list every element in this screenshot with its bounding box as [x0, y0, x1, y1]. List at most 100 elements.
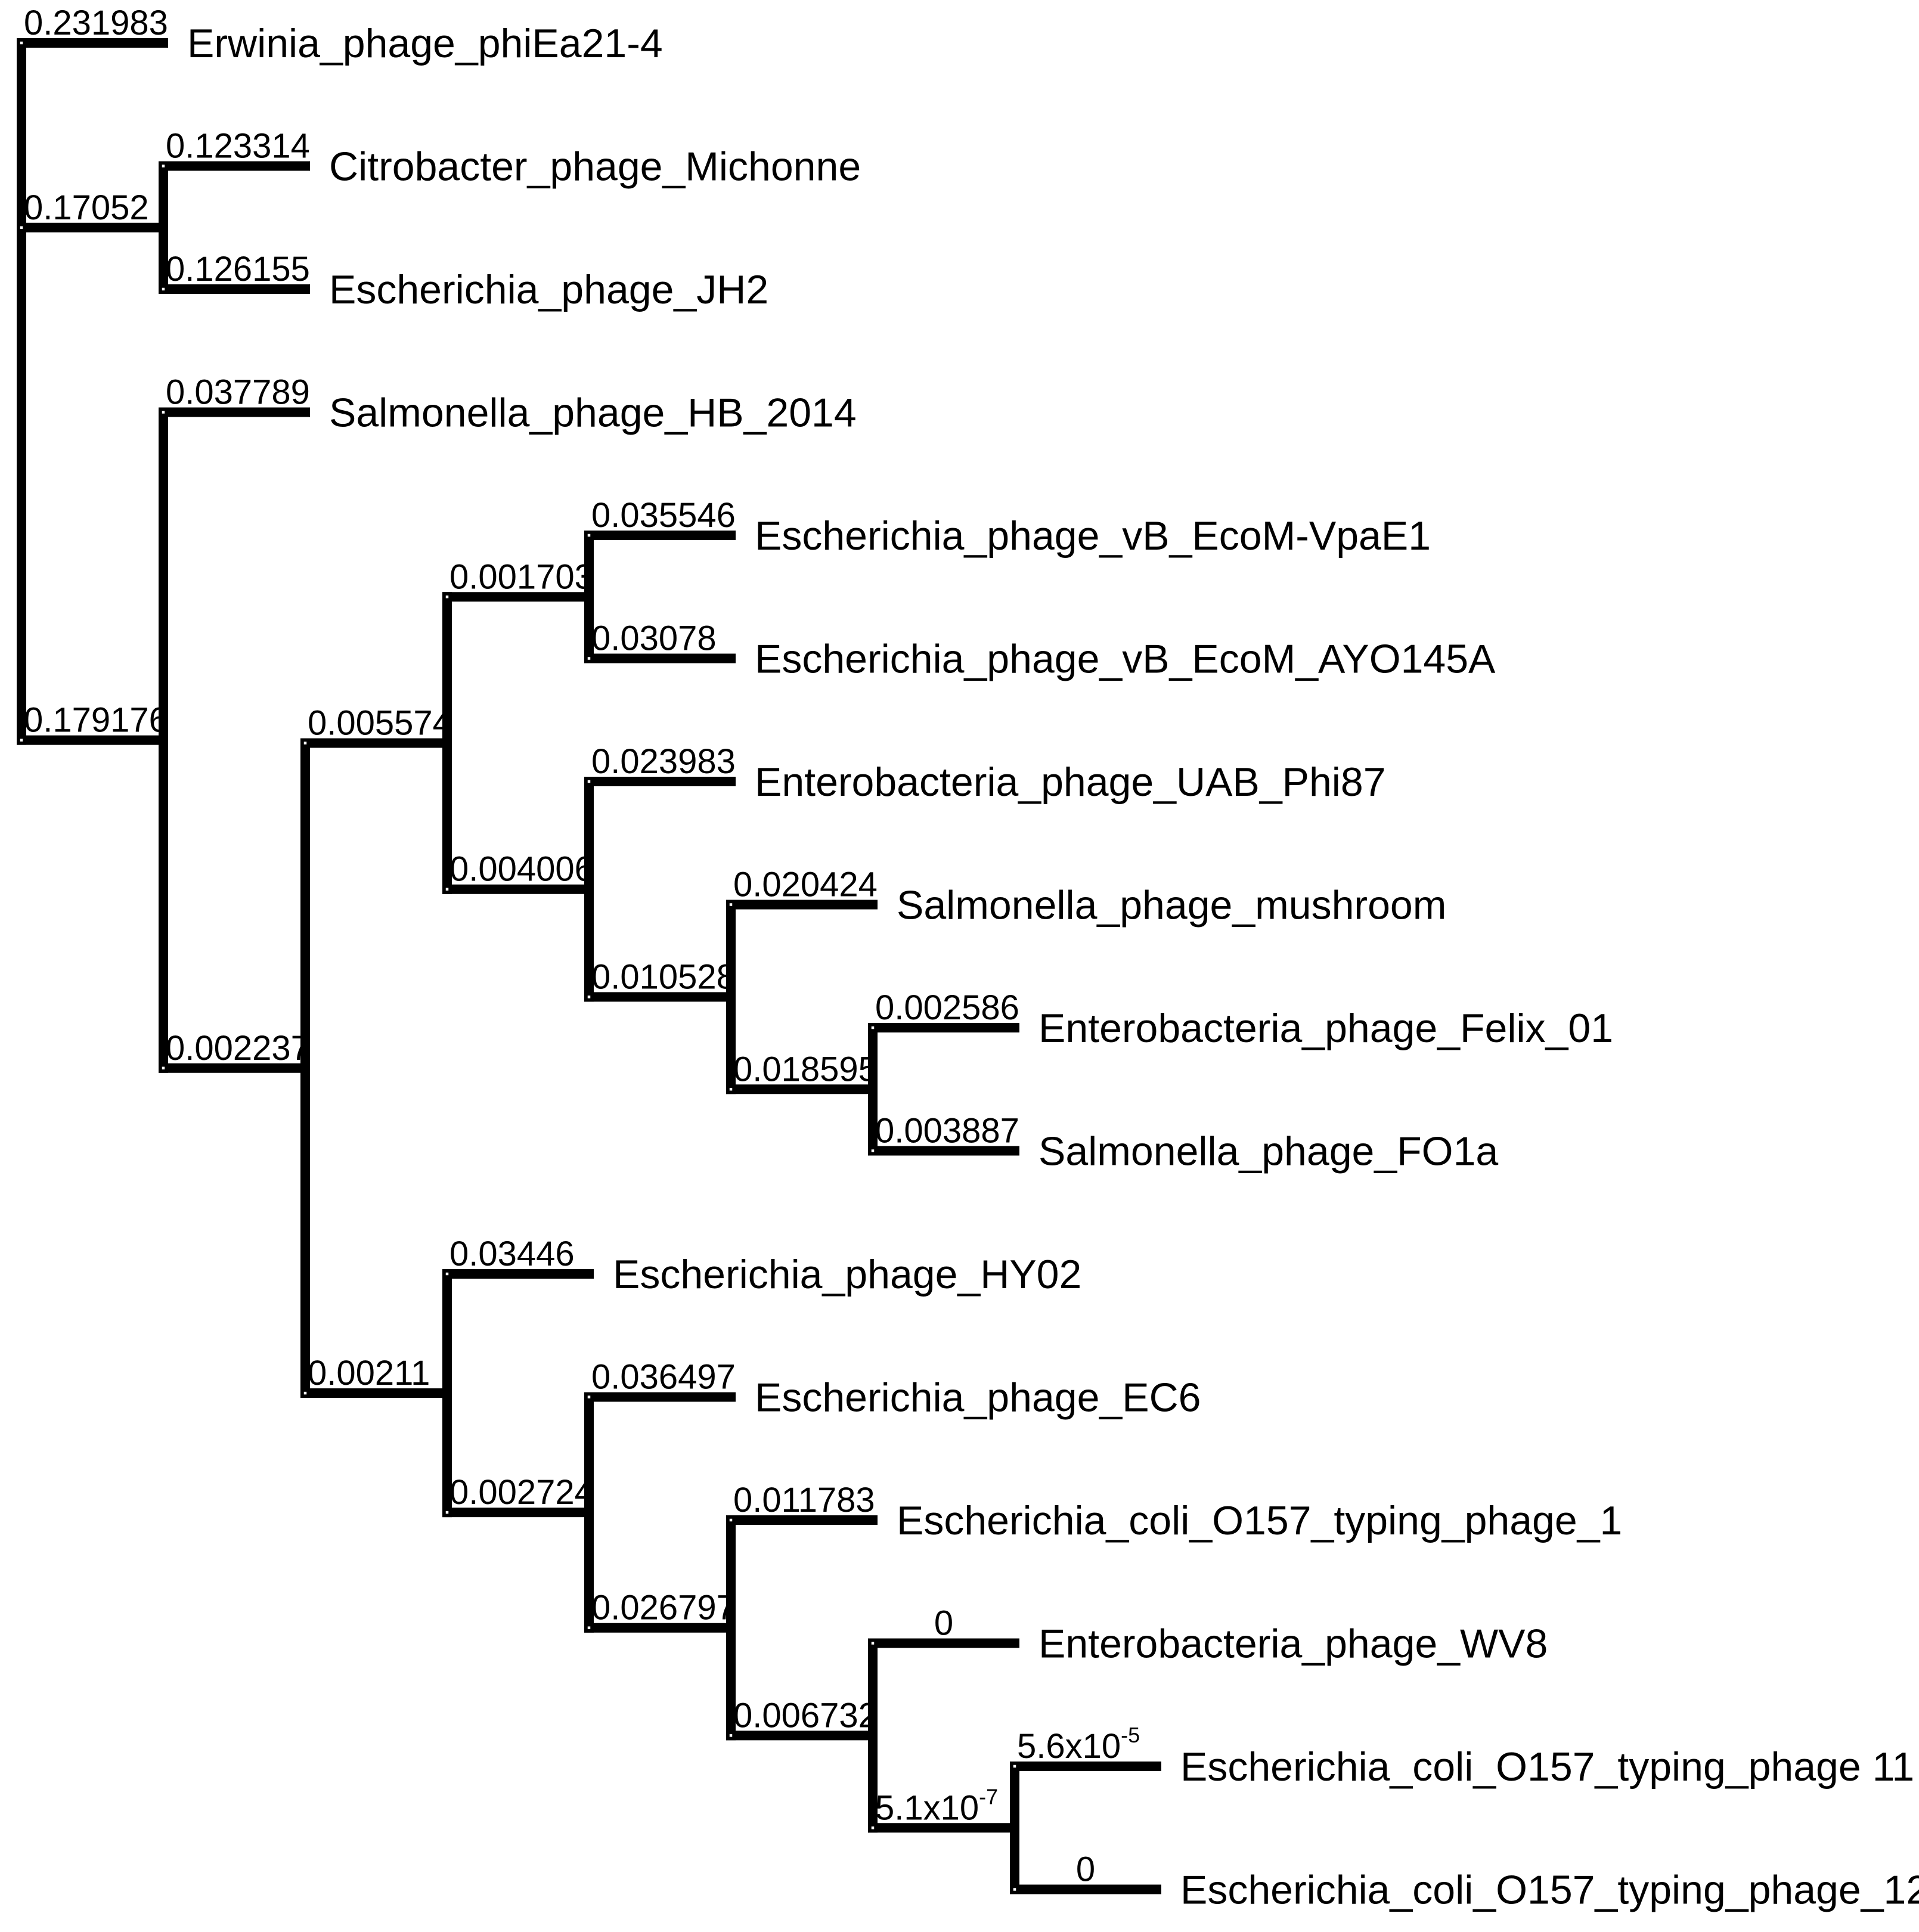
tree-branches: [17, 38, 1161, 1894]
branch-length-value: 0.002724: [449, 1473, 594, 1512]
branch-length-value: 0.035546: [591, 496, 736, 535]
leaf-label-vpae1: Escherichia_phage_vB_EcoM-VpaE1: [755, 513, 1431, 559]
branch-length-label: 0.005574: [308, 703, 452, 742]
node-marker: [587, 1625, 591, 1630]
branch-length-value: 0.011783: [733, 1481, 875, 1519]
leaf-label-fo1a: Salmonella_phage_FO1a: [1038, 1129, 1498, 1174]
branch-length-value: 0: [1076, 1850, 1095, 1889]
branch-length-value: 0.004006: [449, 850, 594, 889]
branch-length-value: 0.003887: [875, 1112, 1019, 1150]
branch-length-value: 0.03078: [591, 619, 717, 658]
node-marker: [728, 1733, 733, 1738]
node-marker: [19, 225, 24, 230]
node-marker: [728, 1518, 733, 1522]
branch-length-label: 0.03446: [449, 1235, 575, 1273]
branch-length-label: 0.035546: [591, 496, 736, 535]
leaf-label-jh2: Escherichia_phage_JH2: [329, 267, 768, 312]
leaf-label-ayo145a: Escherichia_phage_vB_EcoM_AYO145A: [755, 637, 1496, 682]
branch-length-exponent: -7: [979, 1784, 998, 1809]
branch-length-label: 0.003887: [875, 1112, 1019, 1150]
branch-length-value: 0.126155: [166, 250, 310, 289]
branch-length-label: 0: [1076, 1850, 1095, 1889]
branch-length-label: 0.004006: [449, 850, 594, 889]
branch-length-value: 0.231983: [24, 4, 168, 42]
branch-length-value: 0.018595: [733, 1050, 878, 1089]
branch-length-label: 0.231983: [24, 4, 168, 42]
branch-length-label: 0.020424: [733, 866, 878, 904]
node-marker: [303, 1391, 308, 1395]
branch-length-value: 0.020424: [733, 866, 878, 904]
branch-length-label: 0.03078: [591, 619, 717, 658]
node-marker: [587, 994, 591, 1000]
leaf-label-uab: Enterobacteria_phage_UAB_Phi87: [755, 759, 1386, 805]
branch-length-label: 0.001703: [449, 557, 594, 596]
branch-length-value: 0.17052: [24, 188, 149, 227]
node-marker: [587, 656, 591, 661]
branch-length-value: 0.179176: [24, 701, 168, 740]
branch-length-label: 0.010528: [591, 957, 736, 996]
branch-length-label: 0.126155: [166, 250, 310, 289]
branch-length-label: 0.023983: [591, 742, 736, 781]
leaf-label-typing11: Escherichia_coli_O157_typing_phage 11: [1180, 1744, 1914, 1790]
branch-length-label: 0.002237: [166, 1029, 310, 1068]
node-marker: [587, 1394, 591, 1400]
node-marker: [728, 902, 733, 907]
node-marker: [587, 533, 591, 538]
node-marker: [161, 1066, 166, 1071]
leaf-label-erwinia: Erwinia_phage_phiEa21-4: [187, 21, 663, 66]
tree-labels: 0.231983 Erwinia_phage_phiEa21-4 0.17052 0.…: [24, 4, 1919, 1913]
branch-length-value: 0.00211: [308, 1354, 430, 1393]
branch-length-label: 0.006732: [733, 1696, 878, 1735]
leaf-label-hb2014: Salmonella_phage_HB_2014: [329, 390, 857, 436]
node-marker: [303, 740, 308, 746]
branch-length-value: 0.026797: [591, 1589, 736, 1627]
branch-length-value: 0.037789: [166, 373, 310, 412]
branch-length-value: 0.123314: [166, 127, 310, 166]
node-marker: [728, 1087, 733, 1091]
branch-length-label: 0.011783: [733, 1481, 875, 1519]
branch-length-value: 0.005574: [308, 703, 452, 742]
branch-length-label: 0.018595: [733, 1050, 878, 1089]
node-marker: [161, 163, 166, 169]
branch-length-label: 0.17052: [24, 188, 149, 227]
branch-length-value: 0.002586: [875, 988, 1019, 1027]
node-marker: [445, 594, 449, 599]
branch-length-label: 0: [934, 1604, 953, 1643]
branch-length-label: 0.123314: [166, 127, 310, 166]
branch-length-value: 0.006732: [733, 1696, 878, 1735]
node-marker: [19, 737, 24, 743]
branch-length-label: 5.1x10-7: [875, 1784, 998, 1827]
branch-length-label: 0.002724: [449, 1473, 594, 1512]
branch-length-exponent: -5: [1121, 1723, 1140, 1747]
node-marker: [870, 1025, 875, 1030]
branch-length-value: 0: [934, 1604, 953, 1643]
node-markers: [19, 41, 1017, 1892]
leaf-label-felix: Enterobacteria_phage_Felix_01: [1038, 1006, 1613, 1051]
node-marker: [870, 1825, 875, 1830]
node-marker: [1012, 1764, 1017, 1769]
branch-length-value: 5.1x10-7: [875, 1784, 998, 1827]
node-marker: [870, 1148, 875, 1153]
node-marker: [161, 410, 166, 415]
node-marker: [1012, 1887, 1017, 1892]
branch-length-label: 0.026797: [591, 1589, 736, 1627]
branch-length-label: 5.6x10-5: [1017, 1723, 1140, 1766]
branch-length-value: 0.03446: [449, 1235, 575, 1273]
node-marker: [587, 779, 591, 784]
leaf-label-typing12: Escherichia_coli_O157_typing_phage_12: [1180, 1868, 1919, 1913]
branch-length-label: 0.037789: [166, 373, 310, 412]
leaf-label-typing1: Escherichia_coli_O157_typing_phage_1: [897, 1498, 1622, 1543]
branch-length-value: 0.036497: [591, 1358, 736, 1397]
branch-length-label: 0.036497: [591, 1358, 736, 1397]
node-marker: [445, 1510, 449, 1515]
leaf-label-wv8: Enterobacteria_phage_WV8: [1038, 1621, 1548, 1667]
branch-length-value: 0.001703: [449, 557, 594, 596]
leaf-label-hy02: Escherichia_phage_HY02: [613, 1252, 1081, 1297]
branch-length-value: 0.023983: [591, 742, 736, 781]
branch-length-label: 0.00211: [308, 1354, 430, 1393]
branch-length-value: 5.6x10-5: [1017, 1723, 1140, 1766]
node-marker: [445, 886, 449, 892]
branch-length-value: 0.002237: [166, 1029, 310, 1068]
leaf-label-mushroom: Salmonella_phage_mushroom: [897, 883, 1446, 928]
